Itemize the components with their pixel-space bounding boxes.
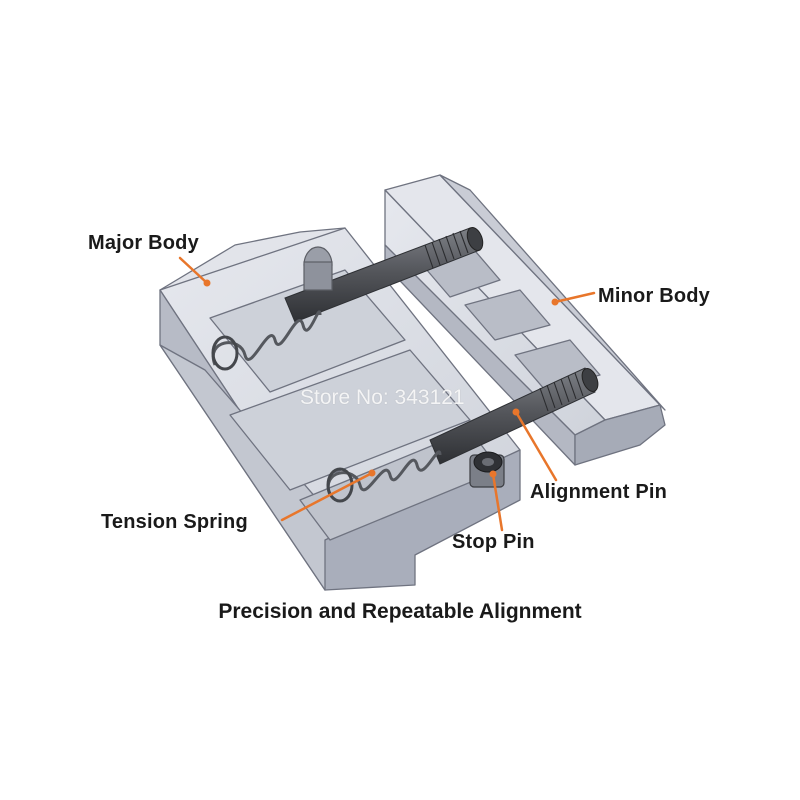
upper-stop-pin xyxy=(303,246,333,291)
upper-alignment-pin xyxy=(284,226,484,323)
watermark-text: Store No: 343121 xyxy=(300,386,465,409)
leader-alignment-pin xyxy=(514,410,558,482)
label-stop-pin: Stop Pin xyxy=(452,531,535,553)
label-minor-body: Minor Body xyxy=(598,285,710,307)
lower-stop-pin xyxy=(469,451,505,488)
minor-body-end-face xyxy=(574,404,666,466)
lower-tension-spring xyxy=(326,450,442,503)
leader-tension-spring xyxy=(280,471,374,522)
label-major-body: Major Body xyxy=(88,232,199,254)
upper-tension-spring xyxy=(211,310,322,371)
leader-minor-body xyxy=(553,291,596,304)
minor-body-slot xyxy=(464,289,551,341)
diagram-caption: Precision and Repeatable Alignment xyxy=(218,600,582,623)
leader-lines xyxy=(178,256,596,532)
major-body-ridge xyxy=(229,349,471,491)
leader-major-body xyxy=(178,256,209,285)
leader-stop-pin xyxy=(491,472,504,532)
minor-body-outer-face xyxy=(439,174,666,411)
major-body xyxy=(159,227,521,591)
label-tension-spring: Tension Spring xyxy=(101,511,248,533)
label-alignment-pin: Alignment Pin xyxy=(530,481,668,503)
lower-alignment-pin xyxy=(429,367,599,465)
